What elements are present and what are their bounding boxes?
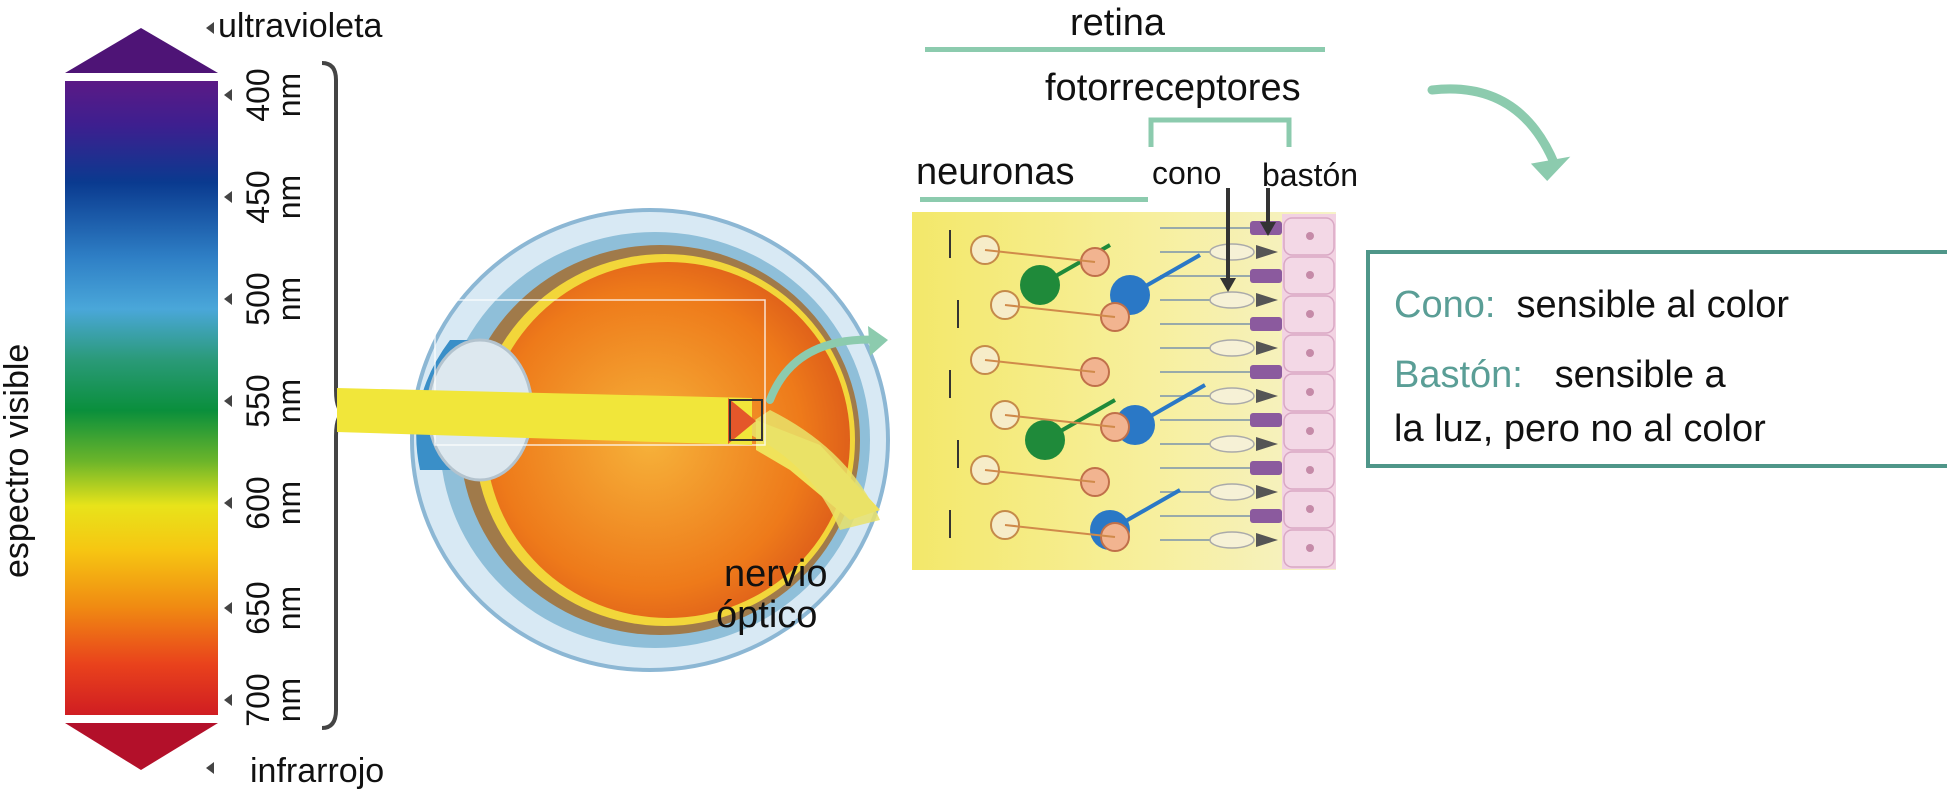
rod-info-line1: Bastón: sensible a	[1394, 354, 1726, 397]
cone-label: cono	[1152, 155, 1221, 192]
info-arrow	[1432, 89, 1555, 165]
cone-cell	[1210, 292, 1254, 308]
neurons-label: neuronas	[916, 151, 1074, 194]
rod-cell	[1250, 269, 1282, 283]
pigment-nucleus	[1306, 466, 1314, 474]
rod-cell	[1250, 461, 1282, 475]
tick-marker-500	[224, 293, 232, 305]
tick-marker-450	[224, 191, 232, 203]
light-beam	[337, 388, 752, 445]
infrared-marker	[206, 762, 214, 774]
spectrum-bar	[65, 28, 218, 770]
tick-marker-600	[224, 497, 232, 509]
retina-title: retina	[1070, 2, 1165, 45]
pigment-nucleus	[1306, 310, 1314, 318]
rod-term: Bastón:	[1394, 354, 1523, 396]
infrared-triangle	[65, 723, 218, 770]
retina-panel	[912, 212, 1336, 570]
optic-nerve-label-line1: nervio	[724, 553, 828, 596]
rod-cell	[1250, 365, 1282, 379]
tick-marker-650	[224, 602, 232, 614]
ultraviolet-label: ultravioleta	[218, 7, 382, 46]
ultraviolet-marker	[206, 22, 214, 34]
pigment-nucleus	[1306, 388, 1314, 396]
rod-description-2: la luz, pero no al color	[1394, 408, 1766, 451]
pigment-nucleus	[1306, 505, 1314, 513]
neurons-underline	[920, 197, 1148, 202]
optic-nerve-label-line2: óptico	[716, 594, 817, 637]
cone-cell	[1210, 484, 1254, 500]
info-box: Cono: sensible al color Bastón: sensible…	[1366, 250, 1947, 468]
cone-cell	[1210, 532, 1254, 548]
pigment-nucleus	[1306, 232, 1314, 240]
pigment-nucleus	[1306, 349, 1314, 357]
cone-cell	[1210, 244, 1254, 260]
tick-marker-700	[224, 694, 232, 706]
cone-cell	[1210, 340, 1254, 356]
rod-cell	[1250, 509, 1282, 523]
infrared-label: infrarrojo	[250, 752, 384, 791]
retina-underline	[925, 47, 1325, 52]
neuron-body	[1025, 420, 1065, 460]
cone-description: sensible al color	[1517, 284, 1789, 326]
pigment-nucleus	[1306, 544, 1314, 552]
pigment-nucleus	[1306, 427, 1314, 435]
rod-cell	[1250, 317, 1282, 331]
tick-marker-550	[224, 395, 232, 407]
spectrum-gradient	[65, 81, 218, 715]
pigment-nucleus	[1306, 271, 1314, 279]
spectrum-title: espectro visible	[0, 258, 37, 578]
rod-description-1: sensible a	[1555, 354, 1726, 396]
photoreceptor-bracket	[1151, 120, 1289, 147]
cone-cell	[1210, 436, 1254, 452]
rod-label: bastón	[1262, 157, 1358, 194]
tick-marker-400	[224, 89, 232, 101]
ultraviolet-triangle	[65, 28, 218, 73]
rod-cell	[1250, 413, 1282, 427]
photoreceptors-label: fotorreceptores	[1045, 67, 1301, 110]
cone-term: Cono:	[1394, 284, 1495, 326]
cone-cell	[1210, 388, 1254, 404]
neuron-body	[1020, 265, 1060, 305]
cone-info: Cono: sensible al color	[1394, 284, 1789, 327]
